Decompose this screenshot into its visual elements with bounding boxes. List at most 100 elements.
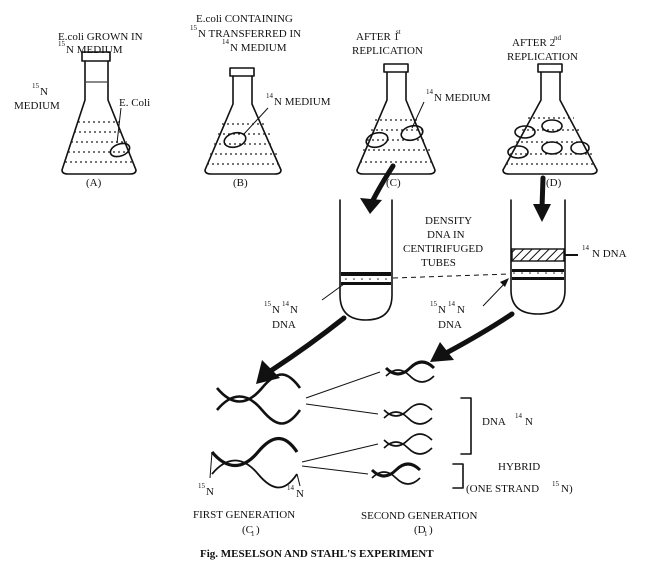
density-line4: TUBES — [421, 257, 456, 269]
dna14-sup: 14 — [515, 412, 523, 420]
dna-helix-first-generation — [209, 436, 301, 489]
flask-c-title-line1: AFTER 1 — [356, 31, 399, 43]
flask-a-medium — [65, 121, 133, 163]
flask-a-title-line2: N MEDIUM — [66, 44, 123, 56]
dna-helix-second-gen-2 — [383, 403, 433, 425]
flask-a-side-line2: MEDIUM — [14, 100, 60, 112]
flask-b-medium-sup: 14 — [266, 92, 274, 100]
flask-c-body — [356, 71, 436, 175]
strand-left-n: N — [206, 486, 214, 498]
flask-b-title-line2: N TRANSFERRED IN — [198, 28, 301, 40]
tube-left-band-bottom — [341, 282, 391, 285]
hybrid-line2b: N) — [561, 483, 573, 495]
dna-helix-parent — [216, 373, 302, 425]
second-generation-close: ) — [429, 524, 433, 536]
tube-left-sup1: 15 — [264, 300, 272, 308]
flask-d-caption: (D) — [546, 177, 562, 189]
strand-right-n: N — [296, 488, 304, 500]
flask-c-cell-2 — [400, 124, 424, 142]
tube-right-dna: DNA — [438, 319, 462, 331]
strand-left-sup: 15 — [198, 482, 206, 490]
connector-parent-to-gen2-2 — [305, 403, 379, 415]
flask-c-medium — [360, 119, 433, 163]
tube-right-band-hybrid-bottom — [512, 277, 564, 280]
density-line1: DENSITY — [425, 215, 472, 227]
flask-d-cell-4 — [541, 141, 563, 155]
dna14-n: N — [525, 416, 533, 428]
flask-c-rim — [383, 63, 409, 73]
density-line2: DNA IN — [427, 229, 465, 241]
tube-left-band-top — [341, 272, 391, 276]
tube-left — [339, 199, 393, 321]
hybrid-sup: 15 — [552, 480, 560, 488]
flask-d-title-line1: AFTER 2 — [512, 37, 555, 49]
flask-b-title-line1: E.coli CONTAINING — [196, 13, 293, 25]
flask-a-body — [61, 60, 137, 175]
tube-right-n1: N — [438, 304, 446, 316]
tube-left-sup2: 14 — [282, 300, 290, 308]
arrow-tube-left-to-dna — [256, 315, 347, 384]
flask-b-body — [204, 75, 282, 175]
tube-left-n1: N — [272, 304, 280, 316]
arrow-d-to-tube — [533, 175, 551, 222]
tube-right-band-hybrid-top — [512, 269, 564, 272]
flask-d-cell-1 — [514, 125, 536, 139]
tube-right-sup2: 14 — [448, 300, 456, 308]
tube-left-band-mid — [341, 276, 391, 282]
dna-helix-second-gen-3 — [383, 433, 433, 455]
connector-gen1-to-gen2-4 — [301, 465, 369, 475]
flask-c-medium-pointer — [411, 101, 425, 129]
flask-c-caption: (C) — [386, 177, 401, 189]
figure-caption: Fig. MESELSON AND STAHL'S EXPERIMENT — [200, 548, 434, 560]
strand-right-pointer — [296, 473, 301, 487]
first-generation-code: (C — [242, 524, 253, 536]
second-generation-code: (D — [414, 524, 426, 536]
flask-b-rim — [229, 67, 255, 77]
tube-right-band-14n — [511, 248, 565, 262]
flask-a — [61, 51, 137, 175]
flask-d-body — [502, 71, 598, 175]
density-line3: CENTIRIFUGED — [403, 243, 483, 255]
second-generation-sub: 1 — [424, 530, 428, 538]
flask-c — [356, 63, 436, 175]
tube-right-sup1: 15 — [430, 300, 438, 308]
hybrid-line1: HYBRID — [498, 461, 540, 473]
flask-d-cell-5 — [570, 141, 590, 155]
flask-b-ecoli-cell — [223, 131, 247, 149]
flask-d-rim — [537, 63, 563, 73]
dna-helix-second-gen-4 — [370, 462, 422, 485]
flask-a-title-line1: E.coli GROWN IN — [58, 31, 143, 43]
flask-c-title-line2: REPLICATION — [352, 45, 423, 57]
flask-d-title-line2: REPLICATION — [507, 51, 578, 63]
flask-a-title-sup: 15 — [58, 40, 66, 48]
flask-c-title-sup: st — [396, 28, 401, 36]
tube-left-pointer — [321, 283, 345, 301]
hybrid-line2a: (ONE STRAND — [466, 483, 539, 495]
first-generation-sub: 1 — [251, 530, 255, 538]
tube-left-outline — [339, 199, 393, 321]
tube-right — [510, 199, 566, 315]
bracket-dna14 — [460, 397, 472, 455]
flask-b-medium — [207, 123, 281, 165]
flask-a-ecoli-pointer — [116, 107, 122, 144]
flask-b-title-sup2: 14 — [222, 38, 230, 46]
dna-connector-lines — [301, 371, 381, 475]
flask-a-ecoli-label: E. Coli — [119, 97, 150, 109]
flask-d-cell-2 — [541, 119, 563, 133]
flask-d — [502, 63, 598, 175]
flask-d-title-sup: nd — [554, 34, 562, 42]
hybrid-band-dashed-link — [392, 273, 511, 279]
arrow-tube-right-to-dna — [430, 311, 515, 362]
dna-helix-second-gen-1 — [384, 360, 436, 383]
dna14-label: DNA — [482, 416, 506, 428]
n14-dna-sup: 14 — [582, 244, 590, 252]
connector-parent-to-gen2-1 — [305, 371, 381, 399]
flask-a-caption: (A) — [86, 177, 102, 189]
n14-dna-label: N DNA — [592, 248, 627, 260]
flask-b — [204, 67, 282, 175]
flask-c-medium-label: N MEDIUM — [434, 92, 491, 104]
flask-c-cell-1 — [365, 131, 389, 149]
flask-b-medium-label: N MEDIUM — [274, 96, 331, 108]
